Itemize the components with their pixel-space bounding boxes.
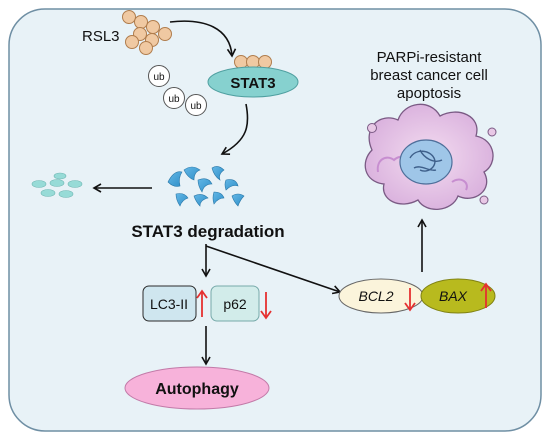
rsl3-to-stat3-arrow [169,20,237,58]
lc3-node [142,285,197,322]
stat3-node [207,66,299,98]
rsl3-label: RSL3 [82,28,120,45]
bax-label: BAX [439,288,468,304]
ub-label-3: ub [190,101,202,112]
p62-label: p62 [223,296,247,312]
stat3-fragments-icon [167,166,245,207]
bax-up-arrow-icon [480,282,492,308]
rsl3-bound-icon [234,55,272,69]
ub-label-1: ub [153,72,165,83]
bcl2-label: BCL2 [358,288,393,304]
outcome-label-line3: apoptosis [397,85,461,102]
apoptotic-cell-icon [364,103,497,210]
rsl3-molecule-icon [122,10,172,55]
lc3-label: LC3-II [150,296,188,312]
ub-label-2: ub [168,94,180,105]
stat3-degradation-label: STAT3 degradation [131,222,284,241]
stat3-to-degradation-arrow [220,103,249,155]
degradation-to-bcl2-arrow [205,245,342,295]
autophagy-node [124,366,270,410]
stat3-label: STAT3 [230,75,275,92]
p62-node [210,285,260,322]
peptide-fragments-icon [31,172,83,198]
ubiquitin-icon [148,65,207,116]
outcome-label-line1: PARPi-resistant [377,49,483,66]
p62-down-arrow-icon [260,292,272,320]
outcome-label-line2: breast cancer cell [370,67,488,84]
bax-node [420,278,496,314]
bcl2-down-arrow-icon [404,288,416,312]
autophagy-label: Autophagy [155,381,239,398]
lc3-up-arrow-icon [196,289,208,317]
